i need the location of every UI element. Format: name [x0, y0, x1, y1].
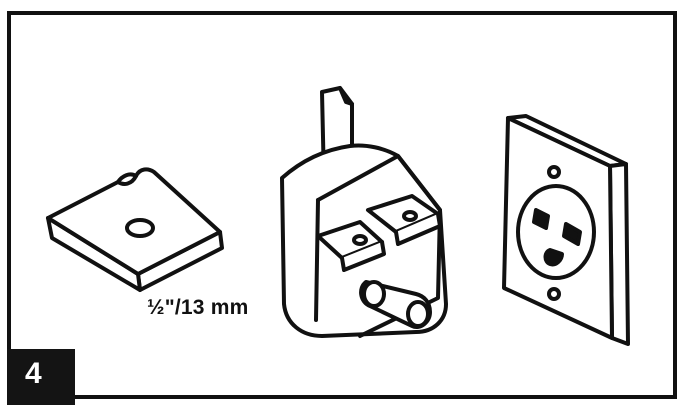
outlet-screw-bottom — [547, 287, 561, 301]
spacer-hole — [125, 218, 155, 238]
plug — [280, 86, 448, 338]
dimension-label: ½"/13 mm — [147, 296, 249, 319]
wall-outlet — [502, 114, 630, 346]
spacer-block — [46, 167, 224, 292]
step-number-box — [7, 349, 75, 405]
step-number: 4 — [25, 357, 42, 390]
outlet-screw-top — [547, 165, 561, 179]
